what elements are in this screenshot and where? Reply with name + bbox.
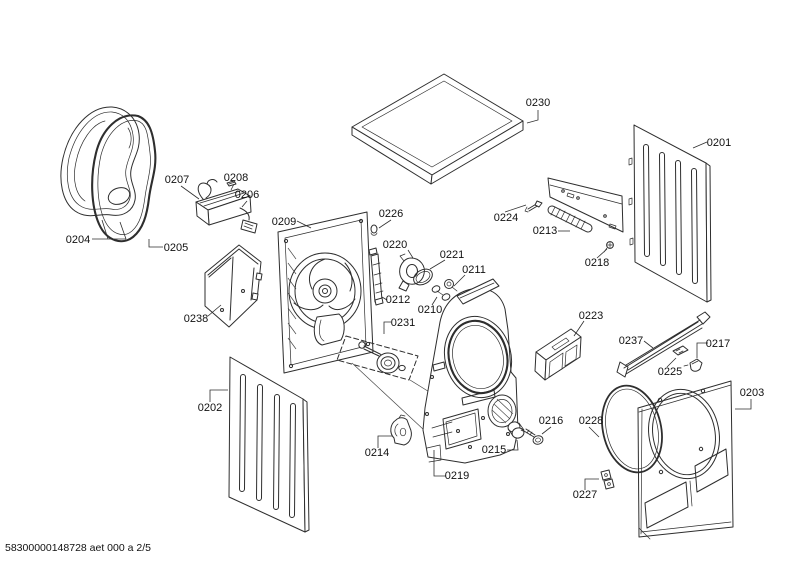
part-0206-module bbox=[195, 188, 252, 226]
kit-pointer-line-2 bbox=[351, 362, 425, 431]
part-label-0215: 0215 bbox=[482, 444, 506, 456]
part-label-0206: 0206 bbox=[235, 189, 259, 201]
part-0209-rear-panel bbox=[277, 211, 374, 374]
part-0228-door-seal-ring bbox=[601, 384, 663, 474]
part-0231-repair-kit bbox=[336, 335, 419, 381]
part-0213-damper-strip bbox=[547, 205, 593, 233]
part-0218-screw bbox=[603, 241, 614, 253]
part-0211-lamp bbox=[444, 279, 458, 292]
part-0227-hinge bbox=[600, 469, 615, 490]
part-label-0203: 0203 bbox=[740, 387, 764, 399]
part-0220-bracket bbox=[398, 253, 425, 292]
part-label-0218: 0218 bbox=[585, 257, 609, 269]
part-0212-hinge-strip bbox=[368, 247, 384, 306]
leader-0221 bbox=[429, 259, 446, 270]
part-label-0223: 0223 bbox=[579, 310, 603, 322]
part-0208-clip bbox=[226, 180, 237, 187]
part-0204-door-inner-shell bbox=[60, 106, 140, 217]
part-label-0213: 0213 bbox=[533, 225, 557, 237]
part-0201-side-panel-right bbox=[628, 124, 712, 303]
part-label-0220: 0220 bbox=[383, 239, 407, 251]
part-0215-knob bbox=[507, 421, 525, 439]
part-label-0210: 0210 bbox=[418, 304, 442, 316]
leader-0219 bbox=[433, 450, 446, 477]
leader-0218 bbox=[596, 248, 608, 259]
part-label-0205: 0205 bbox=[164, 242, 188, 254]
part-label-0217: 0217 bbox=[706, 338, 730, 350]
part-label-0230: 0230 bbox=[526, 97, 550, 109]
leader-0227 bbox=[584, 478, 599, 490]
part-label-0219: 0219 bbox=[445, 470, 469, 482]
part-0202-side-panel-left bbox=[228, 356, 310, 533]
leader-0238 bbox=[207, 304, 222, 317]
leader-0237 bbox=[643, 340, 654, 349]
part-0238-door-panel bbox=[204, 244, 263, 328]
part-label-0212: 0212 bbox=[386, 294, 410, 306]
part-label-0226: 0226 bbox=[379, 208, 403, 220]
leader-0207 bbox=[180, 185, 200, 200]
document-code: 58300000148728 aet 000 a 2/5 bbox=[5, 542, 151, 554]
leader-0208 bbox=[230, 183, 235, 191]
part-label-0225: 0225 bbox=[658, 366, 682, 378]
leader-0214 bbox=[377, 435, 392, 448]
leader-0205 bbox=[148, 239, 163, 248]
part-0203-front-panel bbox=[637, 380, 734, 540]
leader-0206 bbox=[241, 200, 248, 208]
part-label-0231: 0231 bbox=[391, 317, 415, 329]
part-label-0211: 0211 bbox=[462, 264, 486, 276]
part-label-0216: 0216 bbox=[539, 415, 563, 427]
leader-0230 bbox=[526, 110, 539, 124]
leader-0203 bbox=[735, 399, 752, 410]
part-0216-screw bbox=[520, 428, 544, 445]
module-cable-connector bbox=[239, 207, 258, 234]
part-label-0227: 0227 bbox=[573, 489, 597, 501]
leader-0217 bbox=[696, 342, 708, 358]
leader-0228 bbox=[588, 426, 600, 438]
leader-0216 bbox=[541, 426, 552, 435]
part-0210-fasteners bbox=[431, 285, 451, 301]
part-label-0221: 0221 bbox=[440, 249, 464, 261]
part-label-0201: 0201 bbox=[707, 137, 731, 149]
leader-0209 bbox=[296, 220, 312, 229]
part-0230-top-panel bbox=[351, 73, 524, 185]
part-0214-bracket bbox=[390, 414, 412, 446]
part-label-0209: 0209 bbox=[272, 216, 296, 228]
leader-0225 bbox=[666, 357, 677, 368]
part-0221-gasket bbox=[413, 268, 433, 286]
part-0205-door-seal bbox=[91, 114, 157, 243]
part-0207-wire bbox=[197, 179, 218, 200]
part-0226-clip bbox=[370, 224, 378, 236]
leader-0212 bbox=[381, 296, 388, 301]
leader-0220 bbox=[407, 249, 414, 259]
part-label-0238: 0238 bbox=[184, 313, 208, 325]
part-label-0224: 0224 bbox=[494, 212, 518, 224]
part-label-0204: 0204 bbox=[66, 234, 90, 246]
part-0225-clip bbox=[672, 345, 689, 356]
part-0217-bracket bbox=[683, 358, 703, 372]
part-label-0228: 0228 bbox=[579, 415, 603, 427]
rear-crossmember bbox=[547, 177, 624, 233]
leader-0211 bbox=[453, 274, 466, 287]
part-0219-front-bulkhead bbox=[422, 278, 519, 464]
leader-0210 bbox=[431, 296, 438, 306]
part-label-0202: 0202 bbox=[198, 402, 222, 414]
leader-0224 bbox=[504, 204, 527, 213]
leader-0204 bbox=[92, 219, 127, 240]
leader-0226 bbox=[378, 219, 392, 229]
part-label-0207: 0207 bbox=[165, 174, 189, 186]
part-label-0208: 0208 bbox=[224, 172, 248, 184]
leader-0231 bbox=[383, 321, 391, 334]
part-0224-pin bbox=[524, 200, 543, 213]
part-0223-lint-filter bbox=[534, 328, 582, 381]
leader-0201 bbox=[692, 141, 708, 149]
part-label-0214: 0214 bbox=[365, 447, 389, 459]
leader-0215 bbox=[507, 439, 519, 451]
part-0237-rail bbox=[616, 311, 711, 378]
part-label-0237: 0237 bbox=[619, 335, 643, 347]
leader-0202 bbox=[209, 389, 228, 402]
leader-0223 bbox=[573, 320, 585, 337]
